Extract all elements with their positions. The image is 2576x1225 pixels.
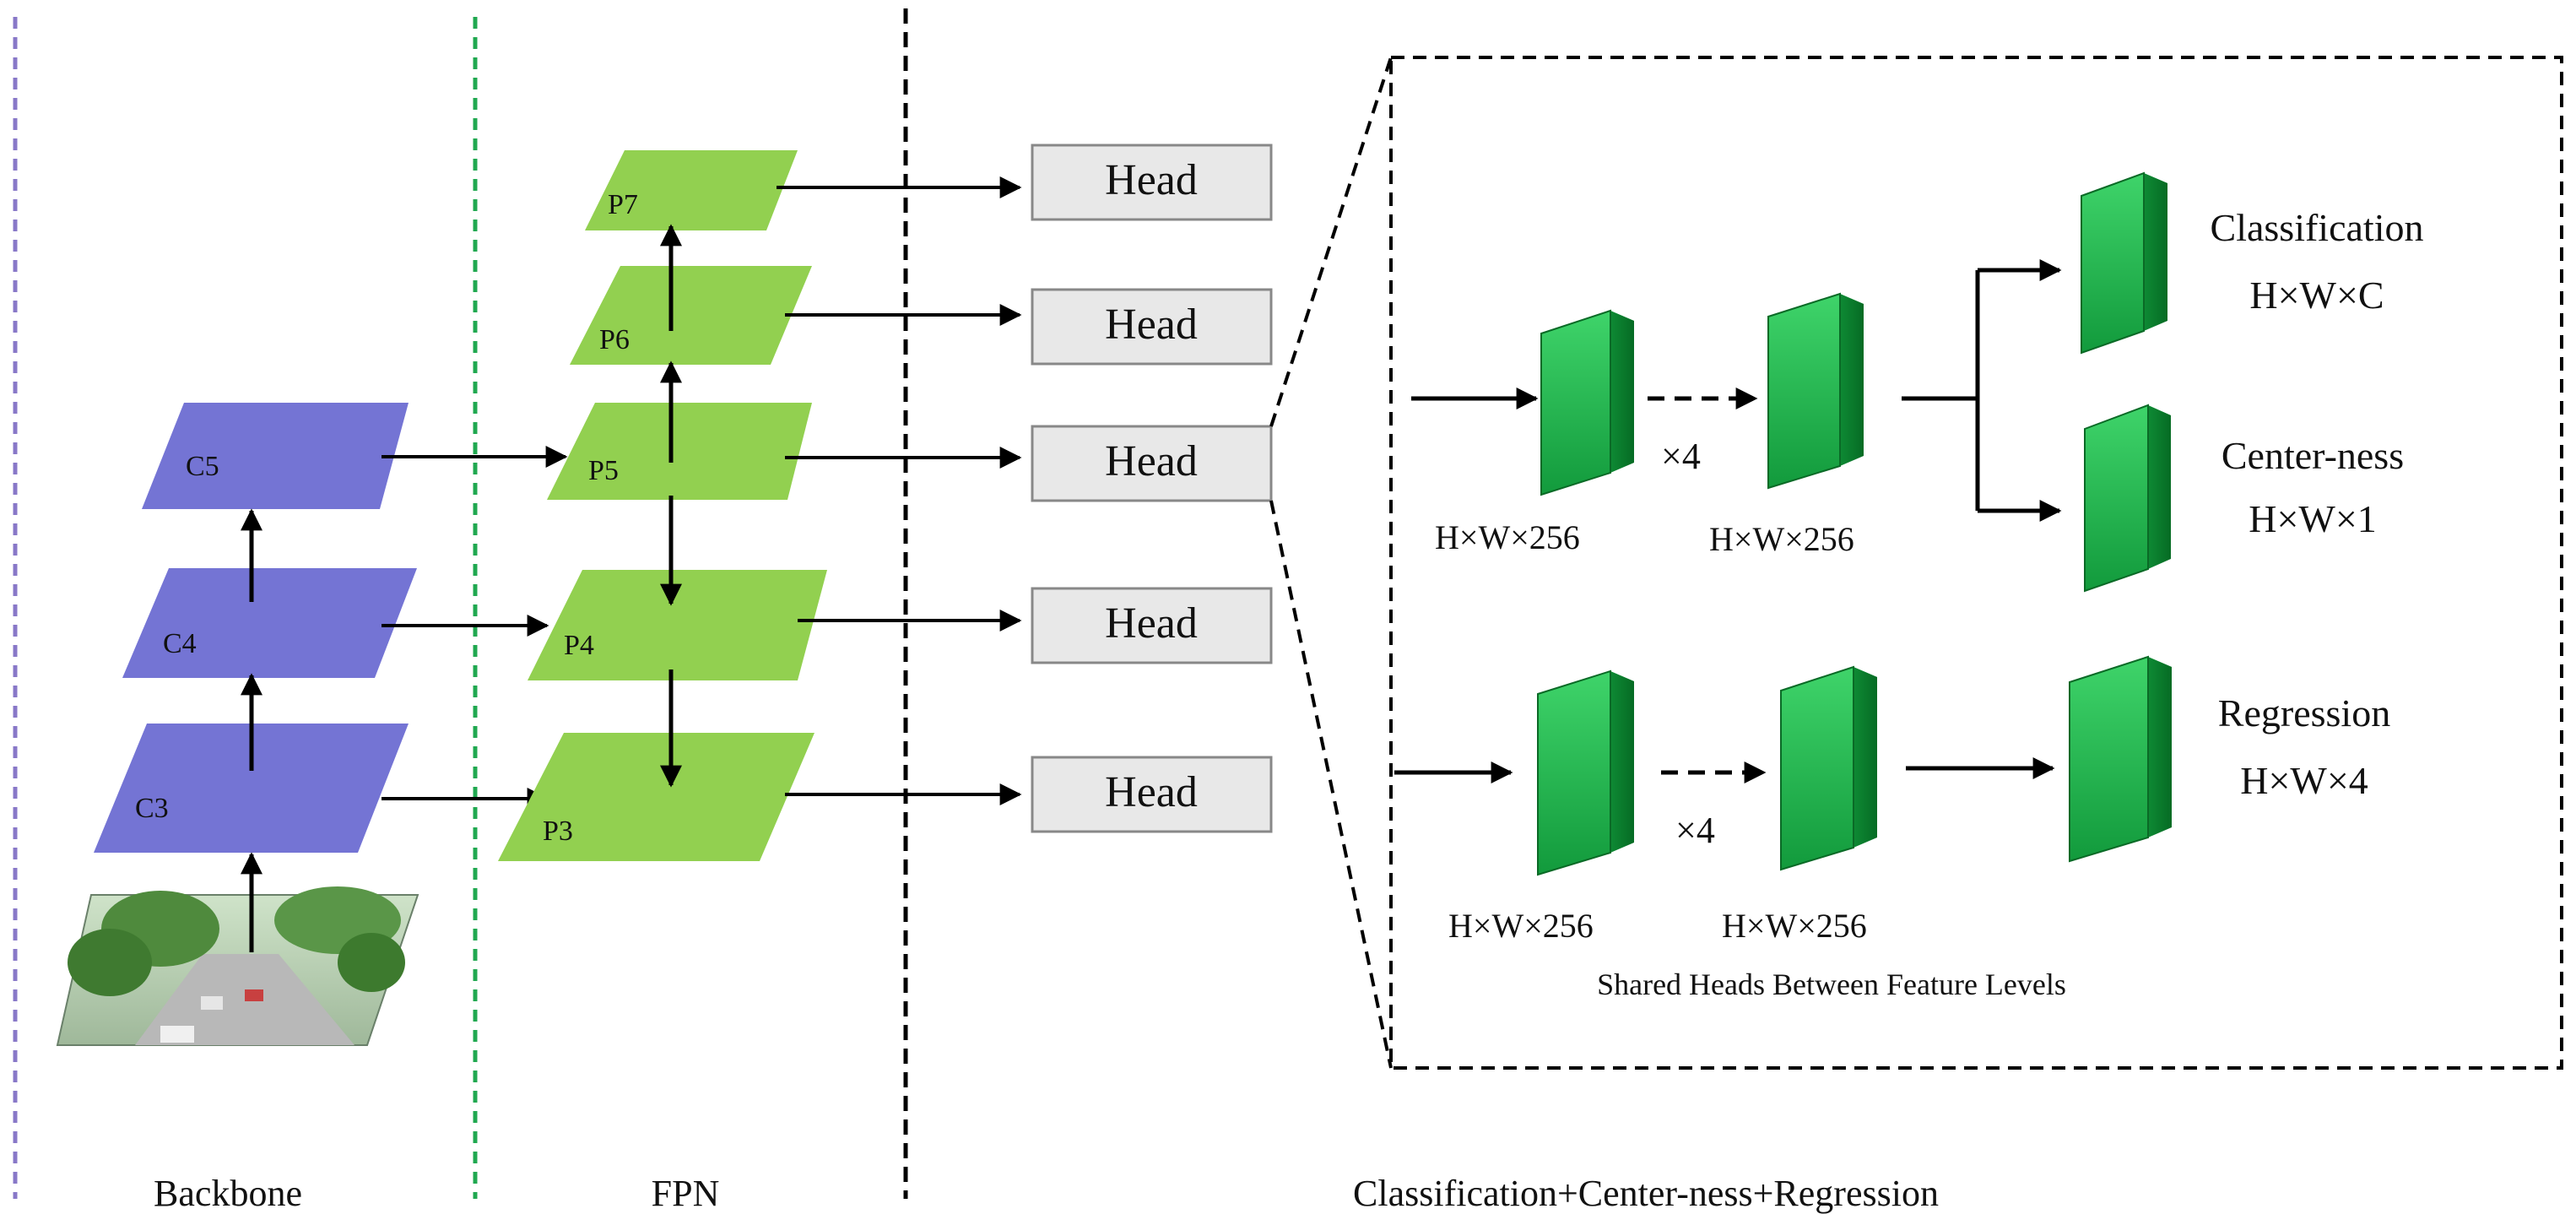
fpn-label-p3: P3: [543, 816, 573, 847]
feature-block-regression: [2069, 655, 2172, 863]
zoom-connector-lines: [1269, 57, 1393, 1069]
shared-head-detail-box: [1389, 56, 2563, 1070]
backbone-layer-c4: [122, 568, 417, 678]
fpn-to-head-arrows: [777, 176, 1022, 805]
fpn-layer-p6: [570, 266, 812, 365]
lateral-arrows: [382, 446, 568, 810]
centerness-shape: H×W×1: [2249, 497, 2377, 540]
times-four-bottom: ×4: [1675, 810, 1715, 851]
feature-block-centerness: [2084, 404, 2171, 593]
classification-title: Classification: [2211, 206, 2424, 249]
head-box-p3: Head: [1031, 756, 1273, 833]
backbone-label-c3: C3: [135, 793, 169, 824]
backbone-layer-c3: [94, 724, 409, 853]
fpn-label-p6: P6: [599, 324, 630, 355]
fpn-layer-p4: [528, 570, 827, 680]
section-label-backbone: Backbone: [154, 1173, 302, 1214]
feature-block-bottom-2: [1780, 665, 1877, 871]
dim-label-bottom-1: H×W×256: [1448, 907, 1594, 945]
centerness-title: Center-ness: [2222, 434, 2404, 477]
input-image: [56, 886, 419, 1046]
fpn-layer-p7: [585, 150, 798, 230]
section-label-fpn: FPN: [652, 1173, 720, 1214]
head-label: Head: [1105, 301, 1198, 349]
classification-shape: H×W×C: [2249, 274, 2384, 317]
fpn-label-p7: P7: [608, 189, 638, 220]
head-label: Head: [1105, 768, 1198, 816]
head-label: Head: [1105, 156, 1198, 204]
feature-block-top-1: [1540, 309, 1634, 496]
section-label-heads: Classification+Center-ness+Regression: [1353, 1173, 1939, 1214]
times-four-top: ×4: [1661, 436, 1701, 477]
head-label: Head: [1105, 437, 1198, 485]
regression-shape: H×W×4: [2240, 759, 2368, 802]
feature-block-classification: [2081, 171, 2167, 355]
detail-bottom-arrows: [1394, 757, 2055, 783]
head-box-p7: Head: [1031, 144, 1273, 221]
backbone-label-c5: C5: [186, 451, 219, 482]
head-box-p5: Head: [1031, 425, 1273, 502]
detail-top-arrows: [1411, 259, 2062, 522]
fpn-layer-p5: [547, 403, 812, 500]
head-box-p4: Head: [1031, 587, 1273, 664]
fpn-label-p5: P5: [588, 455, 619, 486]
dim-label-top-2: H×W×256: [1709, 520, 1854, 558]
feature-block-bottom-1: [1537, 669, 1634, 876]
head-box-p6: Head: [1031, 288, 1273, 366]
backbone-label-c4: C4: [163, 628, 197, 659]
regression-title: Regression: [2218, 691, 2390, 734]
head-label: Head: [1105, 599, 1198, 648]
fpn-layer-p3: [498, 733, 814, 861]
fpn-label-p4: P4: [564, 630, 594, 661]
dim-label-bottom-2: H×W×256: [1722, 907, 1867, 945]
backbone-layer-c5: [142, 403, 409, 509]
feature-block-top-2: [1767, 292, 1864, 490]
dim-label-top-1: H×W×256: [1435, 518, 1580, 556]
shared-heads-caption: Shared Heads Between Feature Levels: [1597, 968, 2066, 1001]
